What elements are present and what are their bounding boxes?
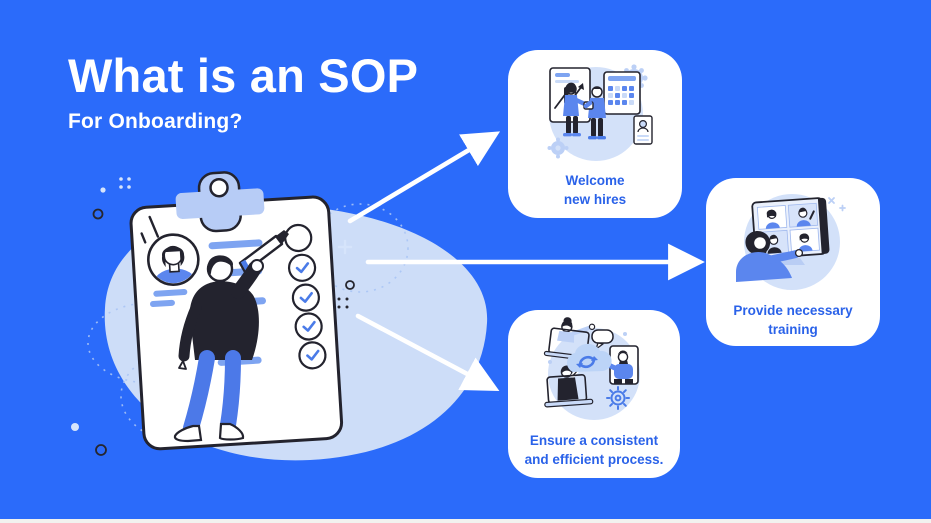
card-label: Ensure a consistent and efficient proces…: [525, 432, 664, 470]
card-welcome-new-hires: Welcome new hires: [508, 50, 682, 218]
clipboard-clip: [175, 171, 265, 233]
gear-icon: [606, 386, 630, 410]
card-label: Welcome new hires: [564, 172, 626, 210]
page-title: What is an SOP: [68, 49, 419, 102]
main-illustration: [71, 171, 488, 461]
people-handshake: [563, 82, 606, 140]
cloud-sync-icon: [566, 343, 612, 372]
card-provide-necessary-training: Provide necessary training: [706, 178, 880, 346]
accent-ticks: [140, 215, 160, 244]
laptop-person-bottom: [544, 361, 594, 408]
calendar-board-icon: [603, 71, 641, 115]
plus-sparkle-icon: [337, 239, 353, 255]
video-tiles-icon: [751, 197, 830, 260]
welcome-illustration: [547, 64, 653, 161]
card-label-line1: Welcome: [565, 173, 625, 188]
sparkle-icon: [828, 197, 846, 212]
card-consistent-process: Ensure a consistent and efficient proces…: [508, 310, 680, 478]
card-label-line1: Ensure a consistent: [529, 433, 659, 448]
panel-person-right: [595, 345, 639, 385]
card-label-line1: Provide necessary: [733, 303, 853, 318]
page-subtitle: For Onboarding?: [68, 110, 243, 133]
card-label: Provide necessary training: [733, 302, 852, 340]
profile-card-icon: [633, 115, 653, 145]
x-dots-icon: [337, 297, 349, 309]
bottom-edge-strip: [0, 519, 931, 523]
avatar-icon: [147, 233, 200, 286]
speech-bubble-icon: [591, 329, 614, 350]
process-illustration: [543, 317, 640, 420]
card-label-line2: and efficient process.: [524, 451, 664, 467]
header: What is an SOP For Onboarding?: [68, 52, 418, 134]
card-label-line2: training: [768, 321, 818, 337]
sparkle-decorations: [71, 177, 355, 456]
card-label-line2: new hires: [563, 191, 627, 207]
person-illustration: [173, 230, 289, 443]
viewer-person: [736, 231, 804, 282]
training-illustration: [736, 194, 846, 290]
checkmark-circle-icons: [284, 223, 327, 370]
laptop-person-top: [543, 317, 596, 362]
